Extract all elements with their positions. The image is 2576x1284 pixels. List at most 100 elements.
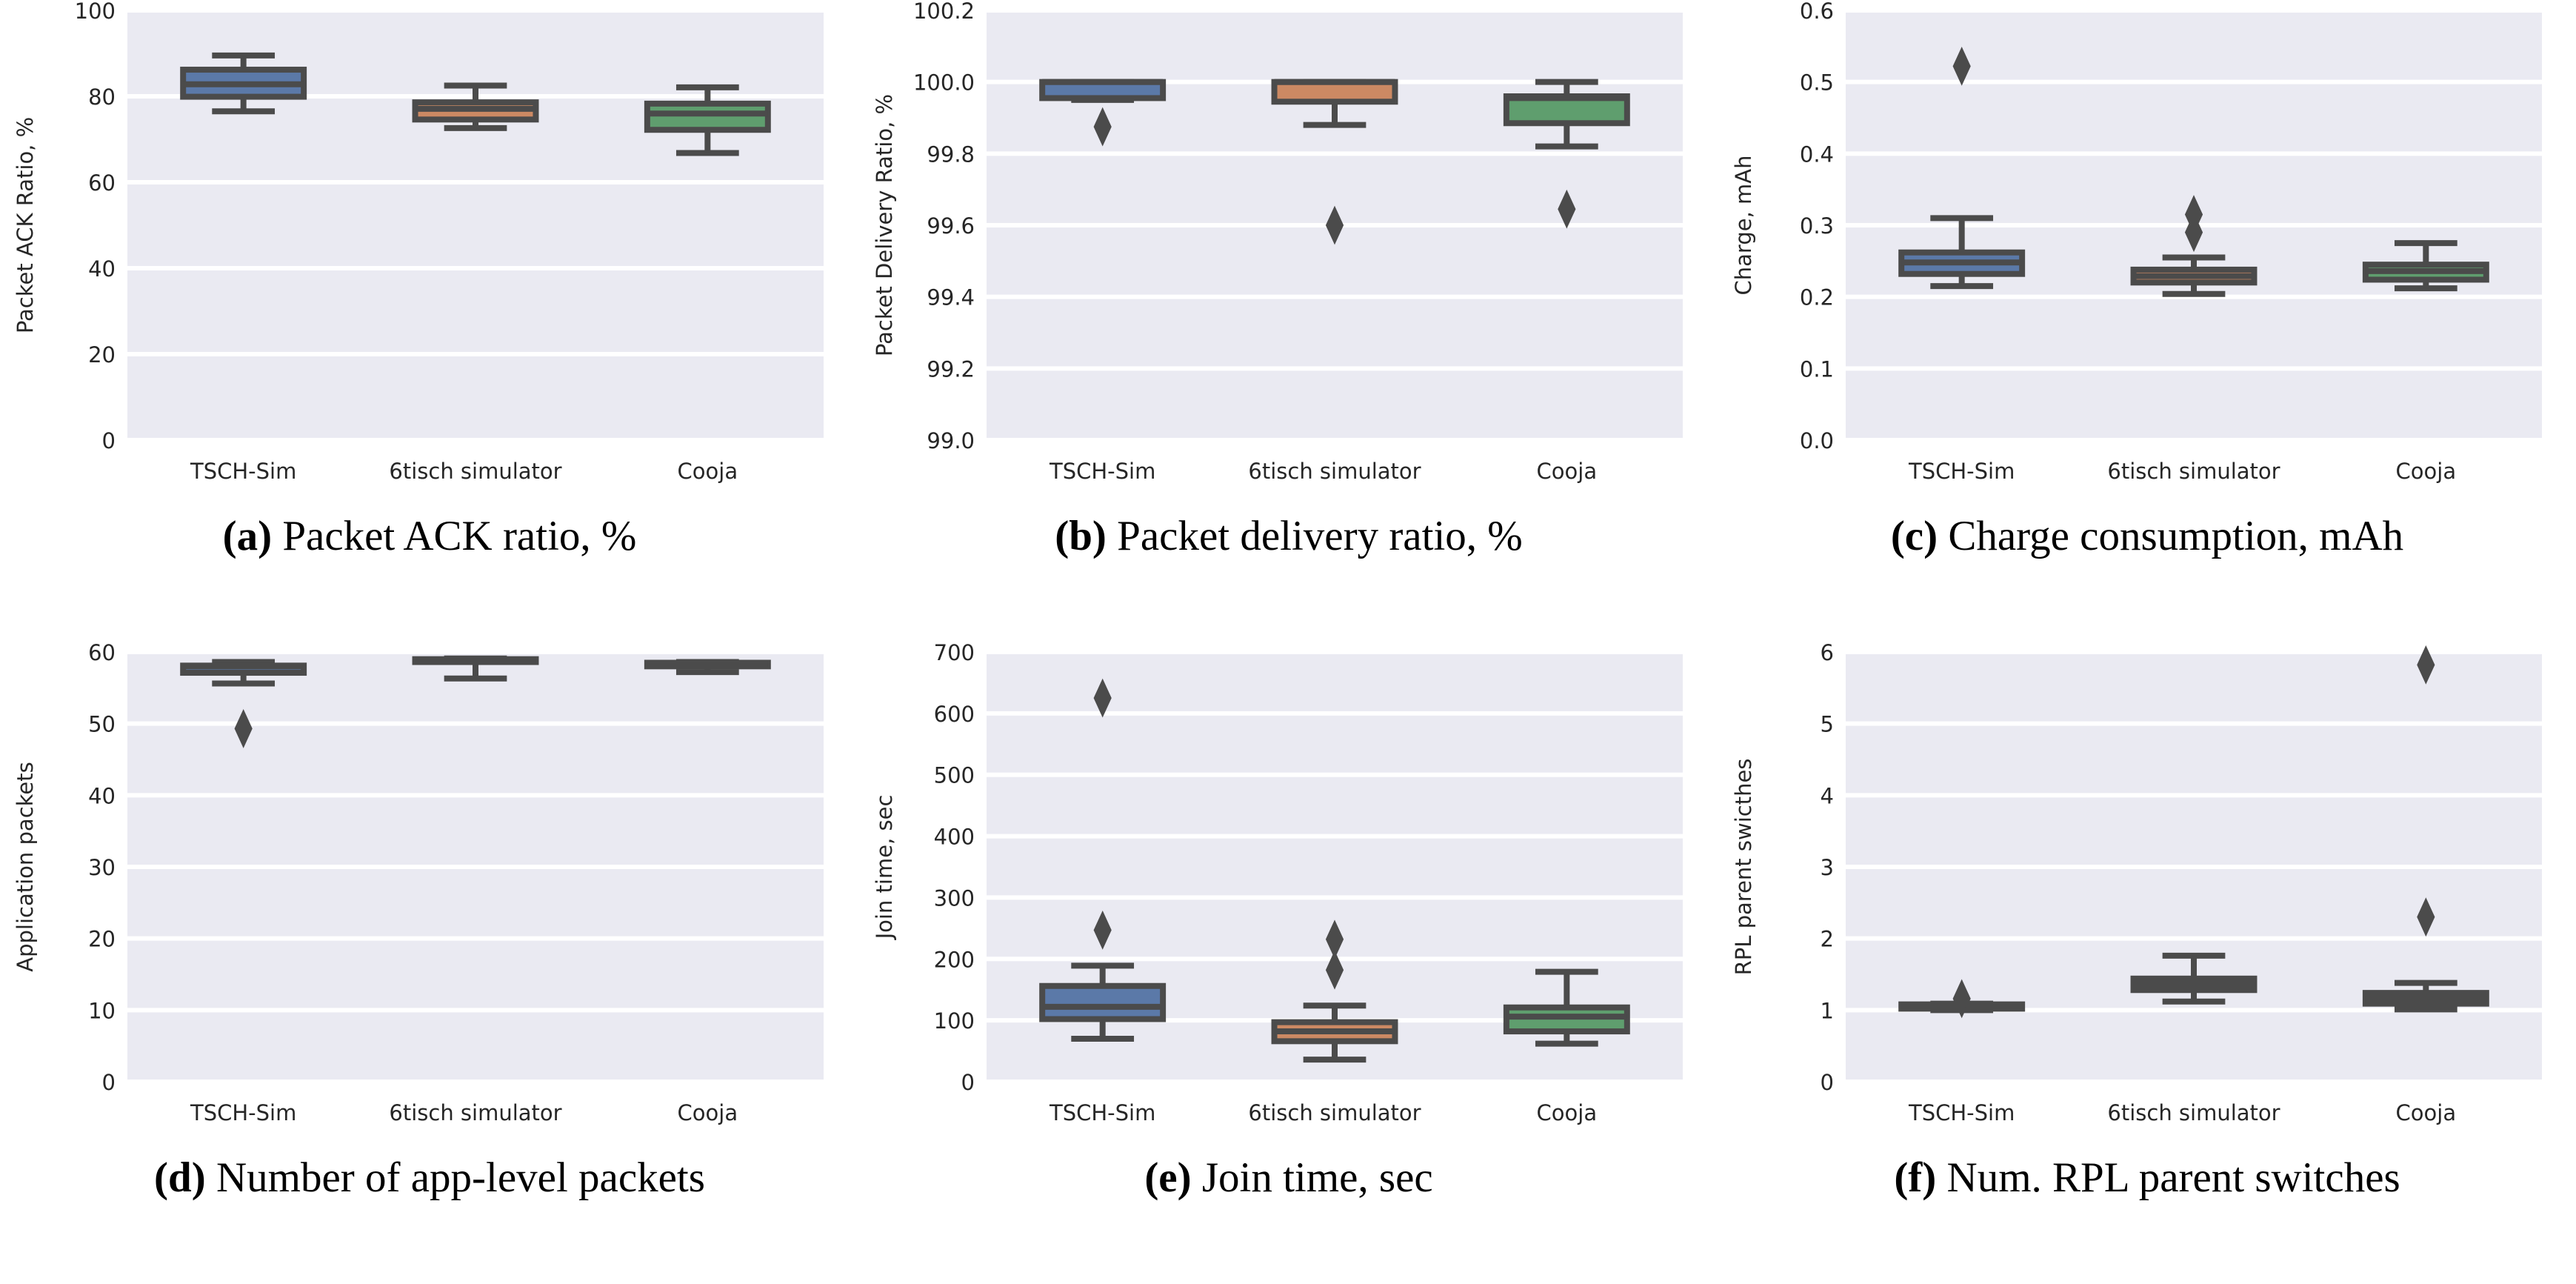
y-tick-label: 3 [1821,855,1834,880]
caption-b: (b) Packet delivery ratio, % [1055,514,1523,559]
outlier-marker [1093,678,1112,718]
box-d-1 [412,655,539,682]
box-f-2 [2362,645,2489,1013]
box-b-2 [1503,79,1630,229]
y-tick-label: 0 [961,1070,975,1095]
outlier-marker [1952,46,1971,86]
box-c-2 [2362,240,2489,292]
caption-d: (d) Number of app-level packets [154,1156,705,1200]
box-body [1271,79,1398,105]
caption-text-f: Num. RPL parent switches [1946,1154,2400,1201]
caption-text-e: Join time, sec [1201,1154,1433,1201]
box-e-1 [1271,919,1398,1063]
outlier-marker [1952,979,1971,1019]
y-axis-title: Application packets [13,762,38,971]
y-tick-label: 0.1 [1800,356,1834,382]
box-e-2 [1503,968,1630,1047]
box-a-1 [412,82,539,131]
x-tick-label: Cooja [678,1100,738,1125]
y-tick-label: 400 [934,825,975,850]
box-d-2 [644,659,771,676]
outlier-marker [234,709,253,748]
caption-a: (a) Packet ACK ratio, % [223,514,637,559]
y-tick-label: 40 [88,783,116,808]
x-tick-label: 6tisch simulator [2107,1100,2280,1125]
x-tick-label: 6tisch simulator [1248,459,1421,484]
y-tick-label: 0.5 [1800,70,1834,96]
y-tick-label: 4 [1821,783,1834,808]
y-tick-label: 500 [934,763,975,788]
outlier-marker [2417,897,2435,937]
caption-c: (c) Charge consumption, mAh [1891,514,2403,559]
y-tick-label: 99.4 [927,285,975,310]
caption-text-b: Packet delivery ratio, % [1117,513,1523,559]
caption-text-c: Charge consumption, mAh [1948,513,2404,559]
x-tick-label: Cooja [1537,1100,1598,1125]
x-tick-label: TSCH-Sim [1908,459,2015,484]
y-tick-label: 20 [88,342,116,367]
y-tick-label: 0.6 [1800,0,1834,24]
y-tick-label: 0.2 [1800,285,1834,310]
caption-text-a: Packet ACK ratio, % [282,513,637,559]
y-tick-label: 50 [88,712,116,737]
x-tick-label: 6tisch simulator [2107,459,2280,484]
x-tick-label: TSCH-Sim [1049,1100,1155,1125]
y-tick-label: 60 [88,170,116,196]
y-tick-label: 99.8 [927,142,975,167]
y-tick-label: 60 [88,642,116,665]
y-tick-label: 700 [934,642,975,665]
y-tick-label: 100.0 [913,70,975,96]
x-tick-label: 6tisch simulator [389,459,561,484]
outlier-marker [1093,107,1112,147]
outlier-marker [1325,950,1344,990]
outlier-marker [1558,189,1576,229]
x-tick-label: TSCH-Sim [190,1100,296,1125]
y-axis-title: Charge, mAh [1731,156,1756,296]
x-tick-label: Cooja [2396,459,2457,484]
caption-text-d: Number of app-level packets [216,1154,705,1201]
y-tick-label: 99.6 [927,213,975,239]
y-tick-label: 0.0 [1800,428,1834,453]
y-tick-label: 1 [1821,998,1834,1023]
x-tick-label: Cooja [2396,1100,2457,1125]
y-tick-label: 100 [75,0,116,24]
outlier-marker [1325,919,1344,959]
y-tick-label: 99.0 [927,428,975,453]
x-tick-label: 6tisch simulator [1248,1100,1421,1125]
y-tick-label: 300 [934,885,975,911]
y-tick-label: 0 [102,1070,116,1095]
x-tick-label: Cooja [678,459,738,484]
caption-label-c: (c) [1890,513,1938,559]
x-tick-label: TSCH-Sim [1049,459,1155,484]
caption-label-e: (e) [1144,1154,1192,1201]
caption-label-a: (a) [222,513,273,559]
y-tick-label: 20 [88,927,116,952]
box-a-2 [644,84,771,156]
y-tick-label: 0 [102,428,116,453]
caption-label-f: (f) [1894,1154,1937,1201]
y-tick-label: 6 [1821,642,1834,665]
box-b-0 [1039,79,1167,147]
box-b-1 [1271,79,1398,245]
x-tick-label: Cooja [1537,459,1598,484]
y-tick-label: 0 [1821,1070,1834,1095]
y-tick-label: 600 [934,702,975,727]
y-tick-label: 40 [88,256,116,282]
caption-label-b: (b) [1055,513,1107,559]
box-c-0 [1898,46,2026,290]
caption-f: (f) Num. RPL parent switches [1894,1156,2400,1200]
